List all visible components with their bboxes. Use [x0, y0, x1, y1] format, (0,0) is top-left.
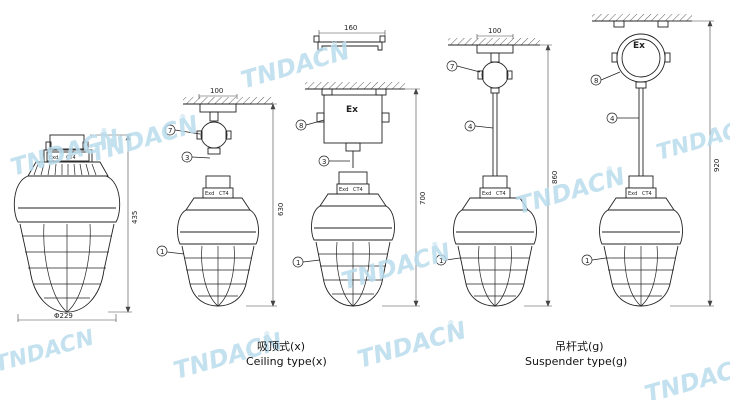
label-ct4: CT4: [642, 191, 652, 197]
watermark-registered: ®: [100, 126, 109, 136]
callout-7: 7: [450, 63, 454, 71]
label-exd: Exd: [628, 191, 637, 197]
callout-4: 4: [468, 123, 473, 131]
dim-height-suspender: 860: [551, 171, 559, 184]
callout-1: 1: [439, 257, 443, 265]
lamp-view-suspender-ex: [581, 14, 714, 307]
callout-3: 3: [185, 154, 189, 162]
watermark: TNDACN: [654, 114, 730, 166]
lamp-view-standard: [13, 134, 132, 322]
lamp-view-ceiling-box: [156, 94, 277, 307]
label-exd: Exd: [205, 191, 214, 197]
watermark-registered: ®: [605, 165, 614, 175]
label-ct4: CT4: [353, 187, 363, 193]
watermark-layer: TNDACN ® TNDACN ® TNDACN ® TNDACN ® TNDA…: [0, 37, 730, 404]
caption-ceiling-cn: 吸顶式(x): [257, 340, 306, 353]
dim-diameter: Φ229: [54, 312, 73, 320]
lamp-view-suspender-box: [435, 34, 552, 307]
dim-height-ceiling-ex: 700: [419, 192, 427, 205]
callout-4: 4: [610, 115, 615, 123]
caption-suspender-cn: 吊杆式(g): [555, 340, 604, 353]
label-exd: Exd: [339, 187, 348, 193]
callout-1: 1: [585, 257, 589, 265]
label-exd: Exd: [482, 191, 491, 197]
watermark-registered: ®: [330, 39, 339, 49]
ex-mark: Ex: [346, 105, 358, 115]
watermark-registered: ®: [263, 330, 272, 340]
watermark-registered: ®: [178, 112, 187, 122]
callout-1: 1: [160, 248, 164, 256]
caption-suspender-en: Suspender type(g): [525, 355, 628, 368]
dim-height-suspender-ex: 920: [713, 159, 721, 172]
watermark-registered: ®: [431, 240, 440, 250]
caption-ceiling-en: Ceiling type(x): [246, 355, 327, 368]
dim-height-ceiling: 630: [277, 203, 285, 216]
label-ct4: CT4: [219, 191, 229, 197]
watermark: TNDACN: [0, 325, 97, 377]
label-ct4: CT4: [496, 191, 506, 197]
callout-8: 8: [299, 122, 303, 130]
callout-8: 8: [594, 77, 598, 85]
watermark: TNDACN: [641, 351, 730, 400]
lamp-view-ceiling-ex: [292, 30, 420, 307]
callout-1: 1: [296, 259, 300, 267]
dim-width-bracket: 160: [344, 24, 357, 32]
dim-width-box: 100: [210, 87, 223, 95]
ex-mark: Ex: [633, 41, 645, 51]
callout-7: 7: [168, 127, 172, 135]
dim-height-standard: 435: [131, 211, 139, 224]
label-ct4: CT4: [66, 155, 76, 161]
watermark-registered: ®: [446, 319, 455, 329]
callout-3: 3: [322, 158, 326, 166]
label-plate: [46, 151, 90, 162]
dim-width-box: 100: [488, 27, 501, 35]
label-exd: Exd: [49, 155, 58, 161]
